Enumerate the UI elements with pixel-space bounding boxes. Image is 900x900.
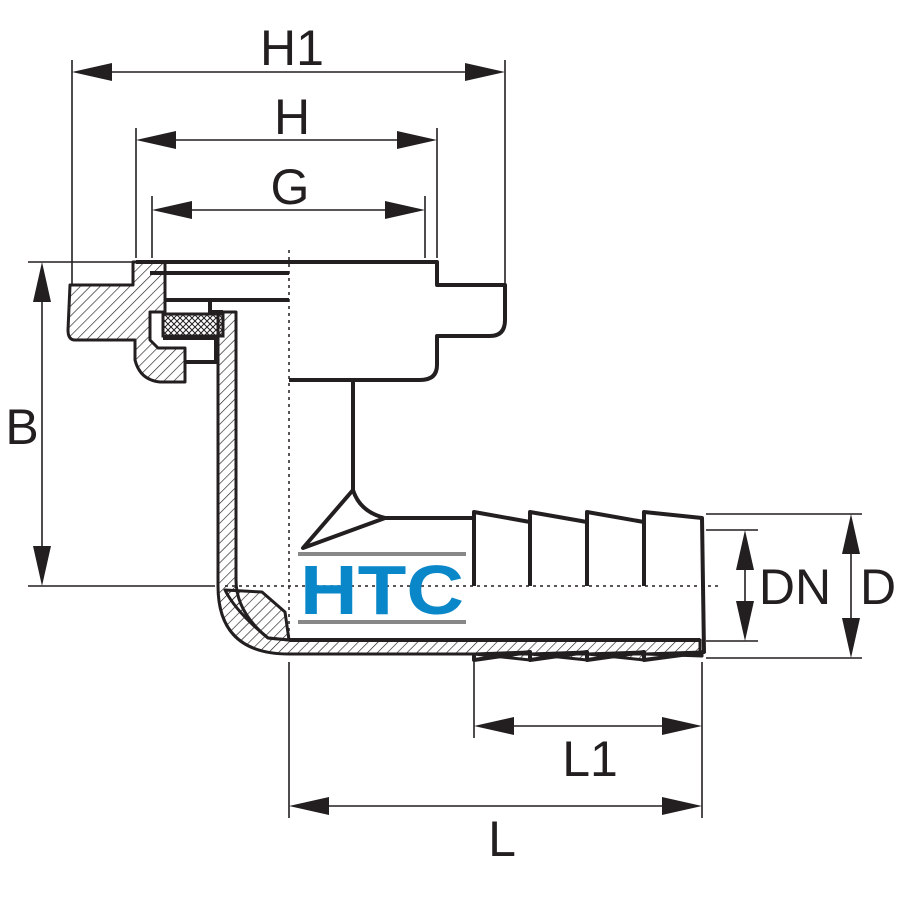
dimension-l1 — [474, 717, 702, 735]
label-l1: L1 — [562, 731, 618, 787]
label-h: H — [274, 89, 310, 145]
label-g: G — [271, 159, 310, 215]
htc-logo: HTC — [298, 551, 466, 629]
dimension-g — [152, 201, 425, 219]
union-nut-section — [66, 260, 187, 384]
dimension-h1 — [72, 63, 505, 81]
label-d: D — [860, 559, 896, 615]
logo-rule-top — [298, 552, 466, 556]
logo-text: HTC — [300, 551, 464, 629]
gasket-section — [161, 312, 225, 338]
label-h1: H1 — [260, 20, 324, 76]
label-l: L — [488, 811, 516, 867]
dimension-h — [136, 131, 437, 149]
label-b: B — [5, 399, 38, 455]
dimension-b — [33, 262, 51, 586]
dimension-d — [842, 514, 860, 658]
extension-lines — [28, 60, 862, 818]
fitting-body — [66, 260, 706, 662]
dimension-l — [289, 797, 702, 815]
logo-rule-bottom — [298, 620, 466, 624]
nut-outline — [136, 260, 507, 382]
dimension-dn — [736, 530, 754, 641]
label-dn: DN — [759, 559, 831, 615]
centerlines — [225, 250, 722, 640]
